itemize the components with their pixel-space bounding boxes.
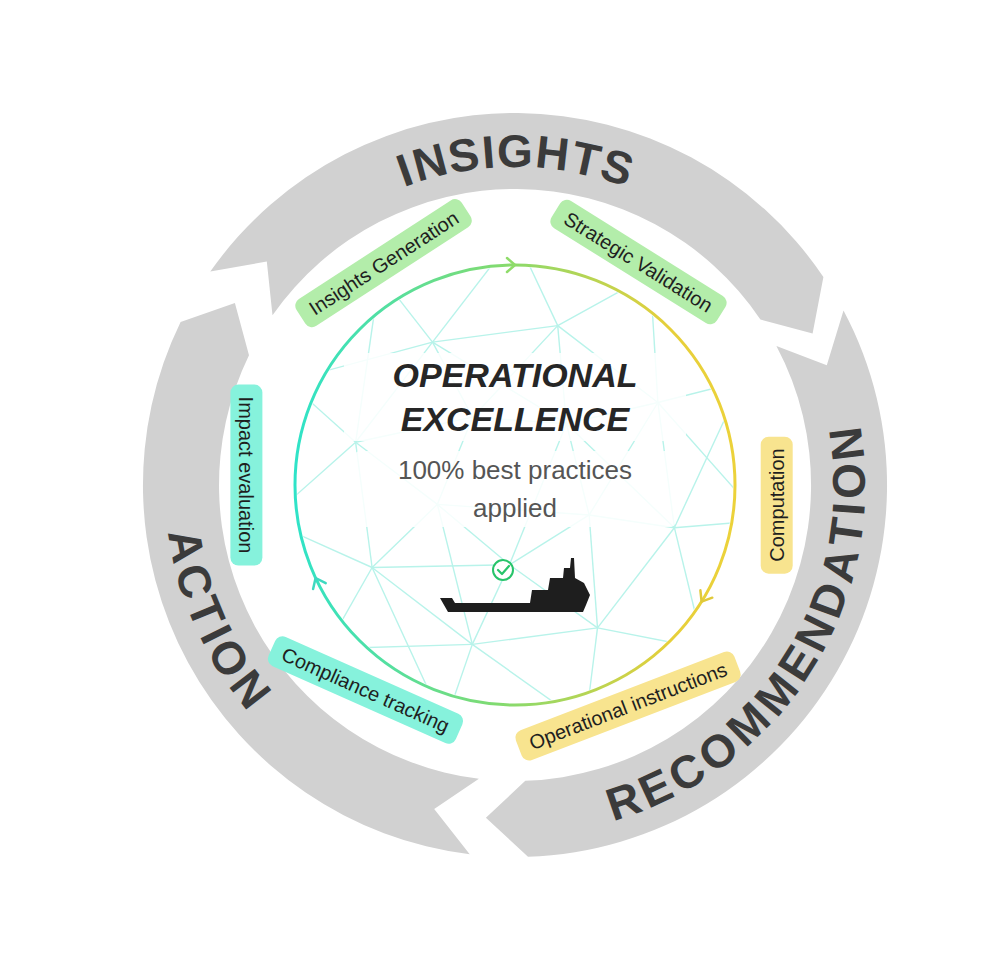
core-heading: OPERATIONAL EXCELLENCE	[344, 353, 686, 441]
mesh-line	[515, 235, 558, 326]
stage-title-letter: T	[821, 515, 870, 549]
stage-title-letter: M	[718, 695, 778, 755]
step-pill: Computation	[760, 436, 792, 573]
cycle-ring	[295, 265, 735, 705]
stage-title-letter: E	[770, 638, 825, 689]
mesh-line	[372, 565, 509, 568]
mesh-line	[433, 235, 516, 342]
step-pill: Compliance tracking	[265, 634, 465, 747]
stage-title-letter: R	[600, 774, 646, 828]
stage-title-letter: T	[180, 591, 233, 635]
step-label: Insights Generation	[304, 206, 463, 321]
stage-title-letter: O	[826, 463, 872, 499]
stage-title-letter: N	[222, 661, 279, 715]
ring-arrowhead	[507, 258, 515, 272]
stage-title-letter: I	[480, 129, 496, 176]
ring-arrowhead	[700, 590, 712, 601]
mesh-line	[268, 521, 373, 568]
stage-title-letter: O	[200, 630, 258, 684]
mesh-line	[472, 628, 597, 644]
mesh-line	[674, 521, 762, 528]
stage-title-letter: H	[534, 128, 572, 177]
stage-title-letter: I	[391, 146, 418, 194]
mesh-line	[268, 442, 356, 520]
core-subtitle: 100% best practices applied	[354, 451, 676, 527]
step-label: Compliance tracking	[277, 642, 452, 738]
stage-title-letter: N	[407, 136, 451, 189]
step-pill: Strategic Validation	[547, 197, 729, 327]
stage-title-letter: C	[661, 743, 713, 800]
stage-title-letter: A	[813, 543, 866, 586]
stage-title-letter: N	[787, 608, 843, 658]
mesh-line	[326, 644, 472, 648]
stage-title-letter: D	[801, 576, 856, 623]
stage-title-letter: S	[445, 130, 482, 180]
mesh-line	[598, 628, 704, 649]
step-label: Operational instructions	[526, 657, 731, 755]
mesh-line	[268, 381, 288, 520]
band-arrow	[210, 113, 823, 333]
mesh-line	[433, 326, 558, 342]
stage-title-letter: A	[161, 525, 212, 566]
stage-title-letter: T	[567, 133, 604, 184]
mesh-line	[598, 528, 675, 628]
check-mark	[498, 566, 509, 574]
step-label: Computation	[764, 448, 788, 561]
check-icon	[493, 560, 513, 580]
stage-title-letter: I	[193, 618, 240, 650]
step-pill: Operational instructions	[513, 649, 743, 763]
stage-title-letter: S	[595, 140, 638, 193]
mesh-line	[589, 515, 597, 628]
ship-silhouette	[440, 558, 590, 612]
step-pill: Insights Generation	[292, 196, 475, 330]
step-pill: Impact evaluation	[230, 385, 262, 566]
step-label: Impact evaluation	[234, 397, 258, 554]
mesh-line	[742, 381, 762, 520]
stage-title-letter: G	[497, 128, 533, 174]
stage-title-letter: O	[689, 721, 745, 779]
step-label: Strategic Validation	[559, 207, 717, 318]
stage-title-letter: M	[746, 664, 806, 723]
stage-title-letter: C	[168, 558, 222, 603]
stage-title-letter: I	[825, 501, 872, 517]
stage-title-letter: E	[632, 761, 679, 816]
core-circle: OPERATIONAL EXCELLENCE 100% best practice…	[295, 265, 735, 705]
stage-title-letter: N	[822, 424, 872, 463]
ring-arrowhead	[313, 578, 326, 589]
